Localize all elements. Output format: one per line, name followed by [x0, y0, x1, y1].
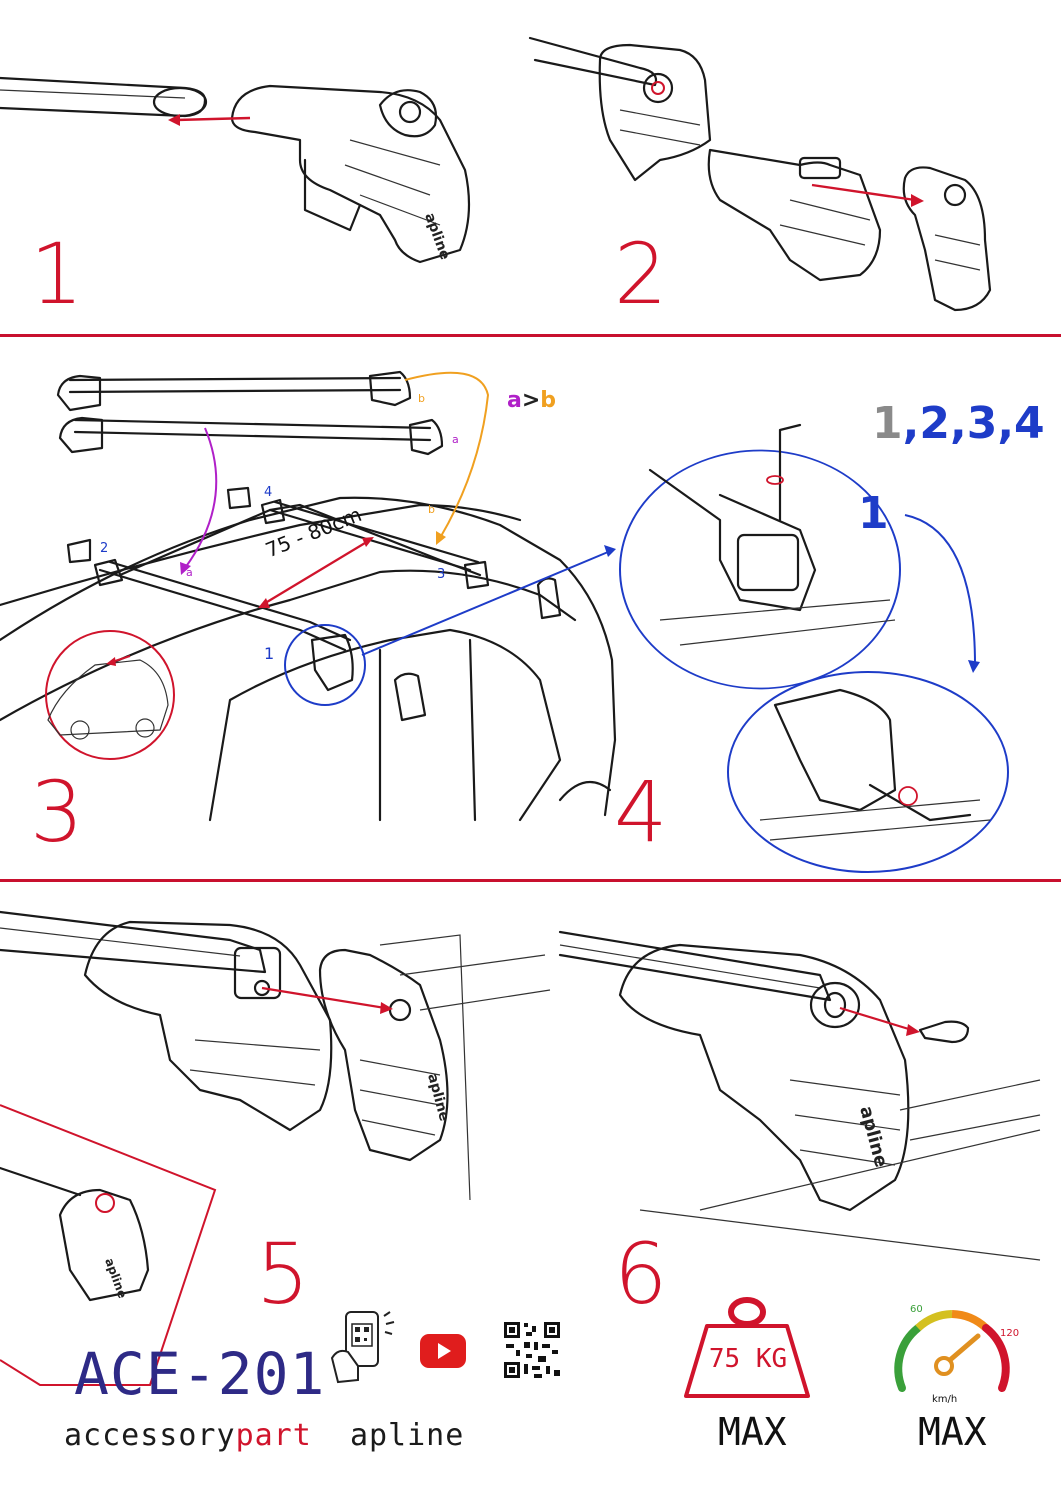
label-b-mid: b	[428, 503, 435, 516]
foot-label-3: 3	[437, 567, 446, 582]
label-a-top: a	[452, 433, 459, 446]
tightening-sequence: 1,2,3,4	[872, 398, 1045, 449]
label-a-mid: a	[186, 566, 193, 579]
speed-max-value: 120	[1000, 1328, 1020, 1339]
step-number-5: 5	[256, 1225, 310, 1323]
order-indicator: a>b	[507, 388, 556, 413]
step-number-2: 2	[614, 225, 668, 323]
seq-4: 4	[1014, 398, 1045, 449]
foot-label-4: 4	[264, 485, 273, 500]
brand-apline: apline	[349, 1418, 465, 1453]
step-number-1: 1	[30, 225, 84, 323]
seq-3: 3	[966, 398, 998, 449]
weight-value: 75 KG	[708, 1344, 788, 1374]
foot-label-1: 1	[264, 644, 275, 663]
order-a: a	[507, 388, 522, 413]
label-b-top: b	[418, 392, 425, 405]
speed-unit: km/h	[932, 1394, 958, 1405]
foot-label-2: 2	[100, 541, 109, 556]
seq-sep-1: ,	[902, 398, 920, 449]
model-number: ACE-201	[74, 1340, 326, 1408]
speed-min-label: 60	[910, 1304, 923, 1315]
seq-2: 2	[919, 398, 950, 449]
weight-icon	[684, 1297, 810, 1398]
step-number-4: 4	[614, 763, 668, 861]
zoom-step-number: 1	[858, 488, 889, 539]
speedometer-icon	[894, 1310, 1010, 1392]
weight-max-label: MAX	[718, 1410, 787, 1454]
section-divider-2	[0, 879, 1061, 882]
section-divider-1	[0, 334, 1061, 337]
foot-brand-inset: apline	[102, 1256, 129, 1300]
order-gt: >	[521, 388, 541, 413]
brand-accessory: accessory	[64, 1418, 236, 1453]
youtube-icon[interactable]	[420, 1334, 466, 1368]
brand-line: accessorypart apline	[64, 1418, 464, 1453]
brand-part: part	[235, 1418, 312, 1453]
step-number-3: 3	[30, 763, 84, 861]
seq-sep-3: ,	[997, 398, 1015, 449]
step-number-6: 6	[614, 1225, 668, 1323]
qr-code-icon[interactable]	[502, 1320, 562, 1380]
order-b: b	[540, 388, 557, 413]
speed-max-label: MAX	[918, 1410, 987, 1454]
seq-1: 1	[872, 398, 903, 449]
seq-sep-2: ,	[949, 398, 967, 449]
phone-qr-scan-icon[interactable]	[328, 1308, 398, 1386]
